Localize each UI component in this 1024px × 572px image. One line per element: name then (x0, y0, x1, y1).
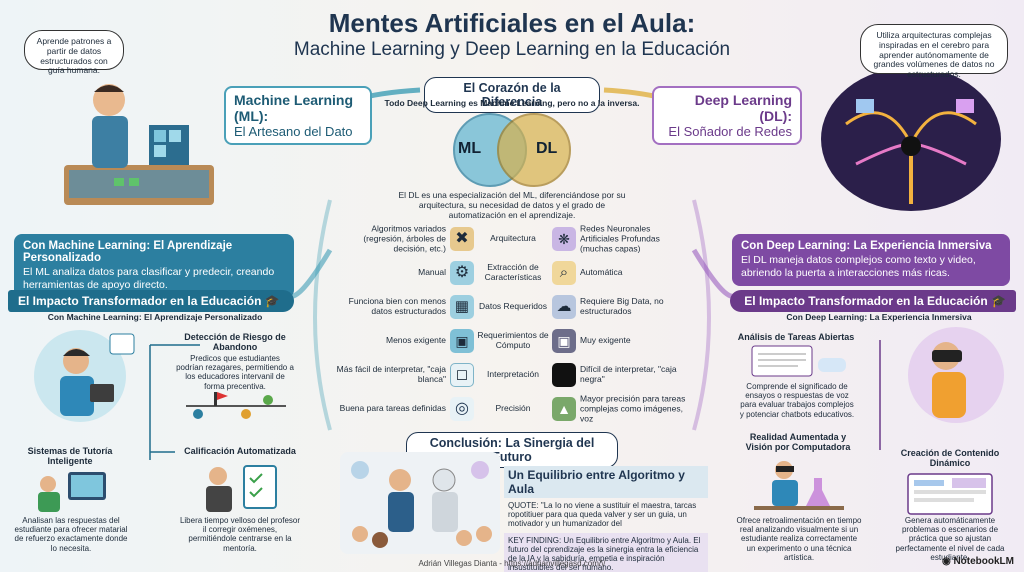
comparison-row: Algoritmos variados (regresión, árboles … (336, 222, 688, 256)
grading-title: Calificación Automatizada (184, 446, 296, 456)
comparison-dl-value: Redes Neuronales Artificiales Profundas … (580, 223, 660, 253)
student-computer-illustration (38, 472, 106, 512)
content-title: Creación de Contenido Dinámico (900, 448, 1000, 469)
student-lab-illustration (754, 461, 844, 510)
risk-detection-title: Detección de Riesgo de Abandono (184, 332, 286, 353)
image-icon: ▲ (552, 397, 576, 421)
venn-dl-label: DL (536, 140, 558, 157)
comparison-row: Funciona bien con menos datos estructura… (336, 290, 688, 324)
comparison-aspect: Arquitectura (490, 233, 536, 244)
comparison-aspect: Extracción de Características (484, 262, 542, 282)
gear-hand-icon: ⚙ (450, 261, 474, 285)
grading-text: Libera tiempo velloso del profesor il co… (179, 516, 301, 553)
comparison-dl-value: Automática (580, 267, 623, 278)
ml-craftsman-illustration (14, 70, 214, 230)
dl-label-card: Deep Learning (DL): El Soñador de Redes (652, 86, 802, 145)
heart-tagline: Todo Deep Learning es Machine Learning, … (384, 98, 640, 108)
comparison-aspect: Datos Requeridos (478, 301, 548, 312)
content-text: Genera automáticamente problemas o escen… (895, 516, 1005, 562)
brand-name: NotebookLM (953, 556, 1014, 567)
dl-immersive-text: El DL maneja datos complejos como texto … (741, 254, 976, 280)
open-tasks-title: Análisis de Tareas Abiertas (737, 332, 855, 342)
ar-text: Ofrece retroalimentación en tiempo real … (736, 516, 862, 562)
venn-ml-label: ML (458, 140, 482, 157)
comparison-dl-value: Muy exigente (580, 335, 631, 346)
student-path-illustration (186, 392, 286, 419)
black-box-icon (552, 363, 576, 387)
notebooklm-icon: ◉ (941, 556, 954, 567)
classroom-illustration (340, 452, 500, 554)
impact-dl-header: El Impacto Transformador en la Educación… (730, 290, 1016, 312)
heart-section-title: El Corazón de la Diferencia (424, 77, 600, 113)
dynamic-content-illustration (907, 473, 993, 515)
open-tasks-text: Comprende el significado de ensayos o re… (739, 382, 855, 419)
impact-ml-title: El Impacto Transformador en la Educación (18, 294, 262, 308)
comparison-dl-value: Requiere Big Data, no estructurados (580, 296, 664, 316)
ml-personalized-title: Con Machine Learning: El Aprendizaje Per… (23, 240, 233, 264)
dl-label-sub: El Soñador de Redes (668, 124, 792, 139)
ml-personalized-box: Con Machine Learning: El Aprendizaje Per… (14, 234, 294, 299)
impact-dl-sub: Con Deep Learning: La Experiencia Inmers… (786, 312, 972, 322)
page-subtitle: Machine Learning y Deep Learning en la E… (293, 39, 731, 60)
teacher-grading-illustration (206, 465, 277, 512)
cpu-chip-icon: ▣ (450, 329, 474, 353)
white-box-icon: ◻ (450, 363, 474, 387)
dl-label-title: Deep Learning (DL): (694, 92, 792, 124)
page-title: Mentes Artificiales en el Aula: (328, 8, 696, 38)
dl-brain-illustration (806, 54, 1016, 224)
comparison-ml-value: Funciona bien con menos datos estructura… (348, 296, 446, 316)
neural-network-icon: ❋ (552, 227, 576, 251)
impact-ml-header: El Impacto Transformador en la Educación… (8, 290, 294, 312)
tools-icon: ✖ (450, 227, 474, 251)
footer-credit: Adrián Villegas Dianta - https://adrianv… (418, 559, 606, 568)
gpu-chip-icon: ▣ (552, 329, 576, 353)
conclusion-quote: QUOTE: "La Io no viene a sustituir el ma… (508, 501, 697, 529)
graduation-cap-icon: 🎓 (264, 294, 280, 308)
comparison-row: Más fácil de interpretar, "caja blanca" … (336, 358, 688, 392)
risk-detection-text: Predicos que estudiantes podrían rezagar… (176, 354, 294, 391)
student-tablet-illustration (30, 326, 140, 426)
comparison-aspect: Interpretación (487, 369, 539, 380)
big-data-cloud-icon: ☁ (552, 295, 576, 319)
tutoring-title: Sistemas de Tutoría Inteligente (27, 446, 113, 467)
student-vr-illustration (894, 320, 1010, 430)
brand-logo: ◉ NotebookLM (942, 556, 1014, 567)
conclusion-title: Conclusión: La Sinergia del Futuro (406, 432, 618, 468)
comparison-ml-value: Algoritmos variados (regresión, árboles … (363, 223, 446, 253)
comparison-aspect: Precisión (495, 403, 531, 414)
dl-immersive-title: Con Deep Learning: La Experiencia Inmers… (741, 240, 992, 252)
comparison-dl-value: Mayor precisión para tareas complejas co… (580, 393, 686, 423)
target-icon: ◎ (450, 397, 474, 421)
dl-immersive-box: Con Deep Learning: La Experiencia Inmers… (732, 234, 1010, 287)
venn-diagram (453, 113, 571, 187)
tutoring-text: Analisan las respuestas del estudiante p… (14, 516, 128, 553)
structured-data-icon: ▦ (450, 295, 474, 319)
heart-description: El DL es una especialización del ML, dif… (398, 190, 626, 221)
conclusion-heading: Un Equilibrio entre Algoritmo y Aula (504, 466, 708, 498)
comparison-ml-value: Menos exigente (385, 335, 446, 346)
comparison-ml-value: Más fácil de interpretar, "caja blanca" (336, 364, 446, 384)
ml-personalized-text: El ML analiza datos para clasificar y pr… (23, 266, 275, 292)
essay-chat-illustration (751, 345, 846, 377)
conclusion-finding: KEY FINDING: Un Equilibrio entre Algorit… (504, 532, 708, 572)
comparison-ml-value: Manual (418, 267, 446, 278)
comparison-row: Manual ⚙ Extracción de Características ⌕… (336, 256, 688, 290)
dl-speech-bubble: Utiliza arquitecturas complejas inspirad… (860, 24, 1008, 79)
comparison-ml-value: Buena para tareas definidas (339, 403, 446, 414)
comparison-aspect: Requerimientos de Cómputo (477, 330, 549, 350)
graduation-cap-icon: 🎓 (991, 294, 1006, 308)
impact-ml-sub: Con Machine Learning: El Aprendizaje Per… (47, 312, 263, 322)
impact-dl-title: El Impacto Transformador en la Educación (744, 294, 988, 308)
conclusion-panel: Un Equilibrio entre Algoritmo y Aula QUO… (504, 466, 708, 572)
ml-label-sub: El Artesano del Dato (234, 124, 353, 139)
comparison-row: Buena para tareas definidas ◎ Precisión … (336, 392, 688, 426)
ml-speech-bubble: Aprende patrones a partir de datos estru… (24, 30, 124, 75)
ml-label-card: Machine Learning (ML): El Artesano del D… (224, 86, 372, 145)
ar-title: Realidad Aumentada y Visión por Computad… (745, 432, 851, 453)
magnifier-icon: ⌕ (552, 261, 576, 285)
comparison-row: Menos exigente ▣ Requerimientos de Cómpu… (336, 324, 688, 358)
ml-label-title: Machine Learning (ML): (234, 92, 354, 124)
comparison-dl-value: Difícil de interpretar, "caja negra" (580, 364, 677, 384)
